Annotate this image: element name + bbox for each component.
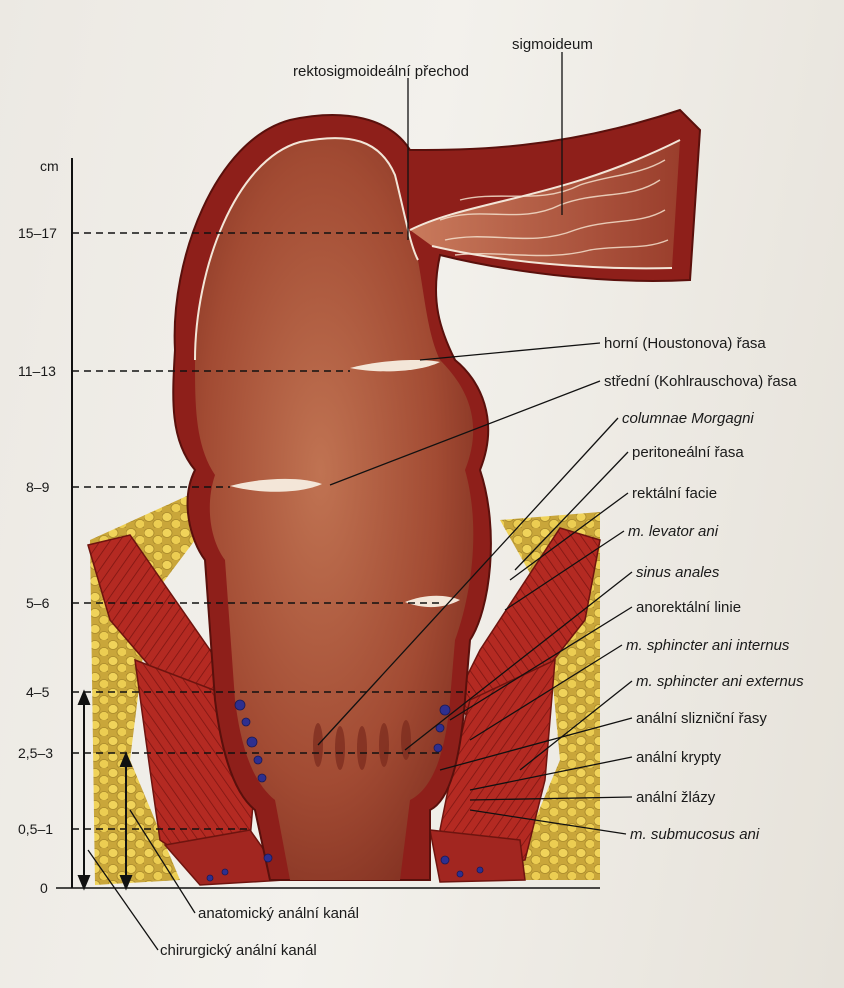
tick-8-9: 8–9: [26, 479, 49, 495]
tick-11-13: 11–13: [18, 363, 56, 379]
tick-15-17: 15–17: [18, 225, 57, 241]
label-anorectal: anorektální linie: [636, 599, 741, 616]
label-surgical-canal: chirurgický anální kanál: [160, 942, 317, 959]
label-peritoneal: peritoneální řasa: [632, 444, 744, 461]
label-rektosigmoid: rektosigmoideální přechod: [293, 63, 469, 80]
label-houston: horní (Houstonova) řasa: [604, 335, 766, 352]
label-internus: m. sphincter ani internus: [626, 637, 789, 654]
scale-unit: cm: [40, 158, 59, 174]
tick-2-5-3: 2,5–3: [18, 745, 53, 761]
label-morgagni: columnae Morgagni: [622, 410, 754, 427]
label-crypts: anální krypty: [636, 749, 721, 766]
label-submucosus: m. submucosus ani: [630, 826, 759, 843]
label-kohlrausch: střední (Kohlrauschova) řasa: [604, 373, 797, 390]
tick-0-5-1: 0,5–1: [18, 821, 53, 837]
label-sigmoideum: sigmoideum: [512, 36, 593, 53]
label-glands: anální žlázy: [636, 789, 715, 806]
tick-0: 0: [40, 880, 48, 896]
label-rectal-fascia: rektální facie: [632, 485, 717, 502]
tick-5-6: 5–6: [26, 595, 49, 611]
label-externus: m. sphincter ani externus: [636, 673, 804, 690]
label-sinus: sinus anales: [636, 564, 719, 581]
tick-4-5: 4–5: [26, 684, 49, 700]
label-anatomic-canal: anatomický anální kanál: [198, 905, 359, 922]
label-mucosal-folds: anální slizniční řasy: [636, 710, 767, 727]
label-levator: m. levator ani: [628, 523, 718, 540]
